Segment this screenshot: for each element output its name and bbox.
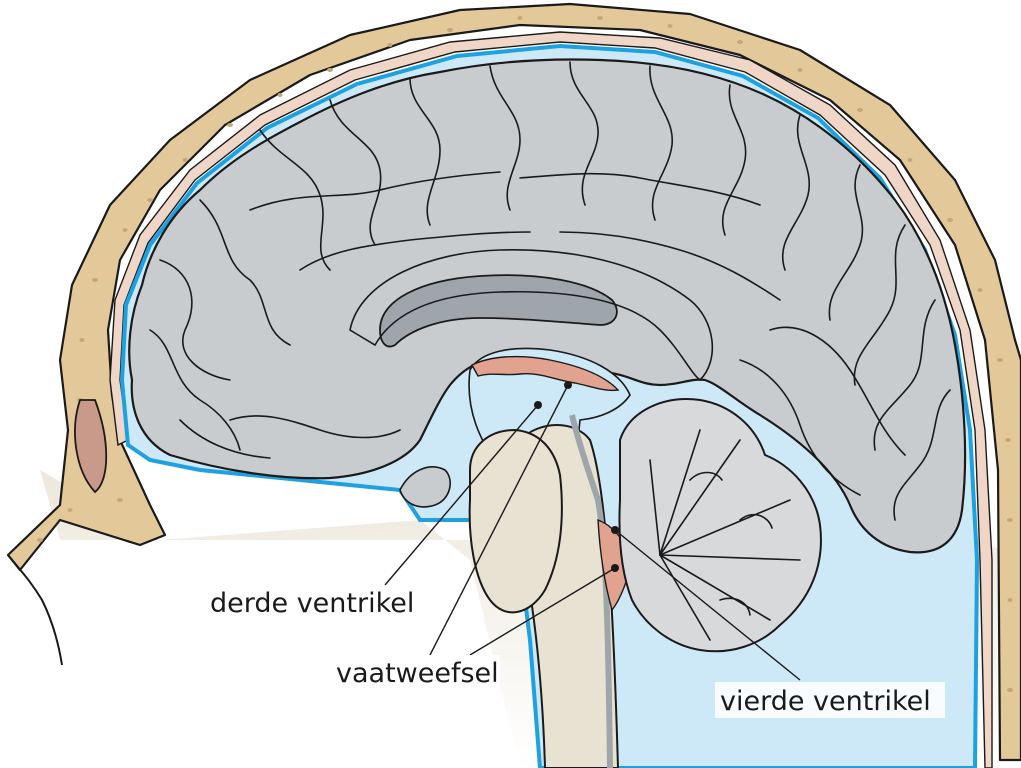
label-third-ventricle: derde ventrikel <box>210 588 414 619</box>
label-bg-plexus <box>330 655 500 691</box>
leader-choroid-plexus <box>429 384 569 656</box>
cerebellum <box>618 398 822 653</box>
label-bg-fourth <box>715 682 945 718</box>
cortical-sulci <box>149 61 951 521</box>
label-choroid-plexus: vaatweefsel <box>336 658 499 689</box>
cerebral-aqueduct <box>569 414 613 768</box>
dura-layer <box>109 31 993 768</box>
pons <box>468 428 563 614</box>
leader-fourth-ventricle-a <box>469 567 616 656</box>
choroid-plexus <box>471 355 620 392</box>
leader-third-ventricle <box>384 404 539 586</box>
label-bg-third <box>205 585 425 621</box>
label-fourth-ventricle: vierde ventrikel <box>720 686 931 717</box>
corpus-callosum <box>349 249 714 382</box>
pituitary-region <box>399 466 451 508</box>
face-contour <box>7 554 63 666</box>
leader-fourth-ventricle-b <box>614 529 801 681</box>
frontal-sinus <box>74 399 108 494</box>
bone-texture <box>37 16 1013 692</box>
